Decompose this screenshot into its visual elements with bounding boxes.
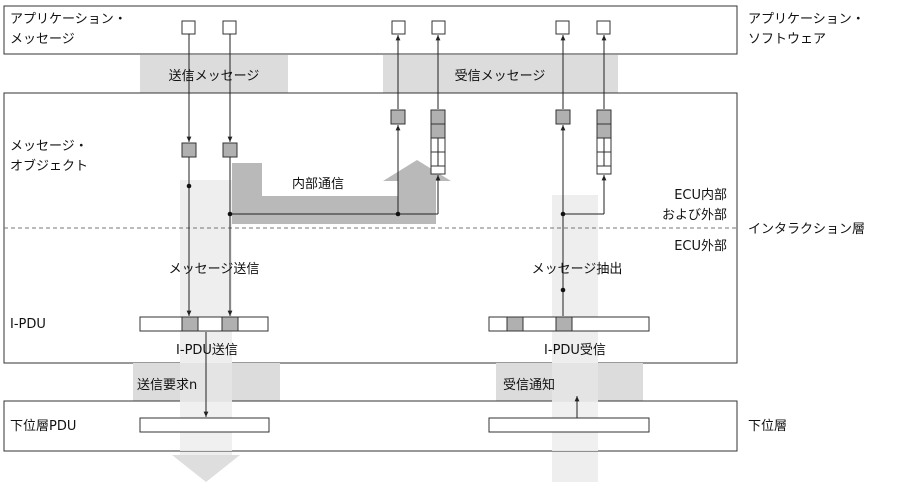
recv-msg-object-2 — [555, 109, 571, 125]
send-ipdu-bar — [139, 316, 269, 332]
recv-msg-queue-2 — [596, 109, 612, 175]
receive-message-label: 受信メッセージ — [455, 69, 546, 84]
send-message-band — [140, 55, 288, 93]
recv-ipdu-bar — [488, 316, 650, 332]
app-msg-box-2 — [222, 20, 237, 35]
junction-dot — [227, 211, 233, 217]
ecu-inside-label-line1: ECU内部 — [674, 187, 727, 203]
recv-notify-label: 受信通知 — [503, 377, 555, 393]
send-msg-object-2 — [222, 142, 238, 158]
app-msg-box-5 — [555, 20, 570, 35]
recv-lower-pdu-bar — [488, 417, 650, 433]
application-message-box — [3, 5, 738, 55]
ecu-inside-label-line2: および外部 — [662, 208, 727, 223]
send-lower-pdu-bar — [139, 417, 270, 433]
ipdu-recv-label: I-PDU受信 — [544, 343, 606, 358]
ipdu-label: I-PDU — [10, 317, 46, 332]
junction-dot — [560, 211, 566, 217]
app-software-label-line1: アプリケーション・ — [748, 12, 865, 27]
message-send-label: メッセージ送信 — [169, 262, 260, 277]
junction-dot — [560, 287, 566, 293]
app-msg-box-3 — [391, 20, 406, 35]
send-message-label: 送信メッセージ — [169, 69, 260, 84]
app-msg-box-4 — [431, 20, 446, 35]
send-msg-object-1 — [181, 142, 197, 158]
app-software-label-line2: ソフトウェア — [748, 32, 826, 47]
ecu-outside-label: ECU外部 — [674, 239, 727, 254]
receive-flow-arrow-mid — [552, 195, 598, 363]
app-message-label-line2: メッセージ — [10, 32, 75, 47]
app-msg-box-6 — [596, 20, 611, 35]
recv-msg-queue-1 — [430, 109, 446, 175]
send-request-label: 送信要求n — [137, 378, 197, 393]
junction-dot — [186, 183, 192, 189]
app-message-label-line1: アプリケーション・ — [10, 12, 127, 27]
interaction-layer-label: インタラクション層 — [748, 222, 865, 237]
receive-message-band — [383, 55, 618, 93]
receive-flow-arrow-band — [552, 363, 598, 401]
internal-communication-arrow — [232, 160, 451, 224]
internal-comm-label: 内部通信 — [292, 176, 344, 192]
message-extract-label: メッセージ抽出 — [532, 262, 623, 277]
ipdu-send-label: I-PDU送信 — [176, 343, 238, 358]
connection-lines — [186, 34, 607, 418]
recv-msg-object-1 — [390, 109, 406, 125]
app-msg-box-1 — [181, 20, 196, 35]
junction-dot — [395, 211, 401, 217]
message-object-label-line2: オブジェクト — [10, 158, 88, 174]
lower-layer-label: 下位層 — [748, 419, 787, 434]
lower-pdu-label: 下位層PDU — [10, 419, 76, 434]
message-object-label-line1: メッセージ・ — [10, 139, 88, 154]
